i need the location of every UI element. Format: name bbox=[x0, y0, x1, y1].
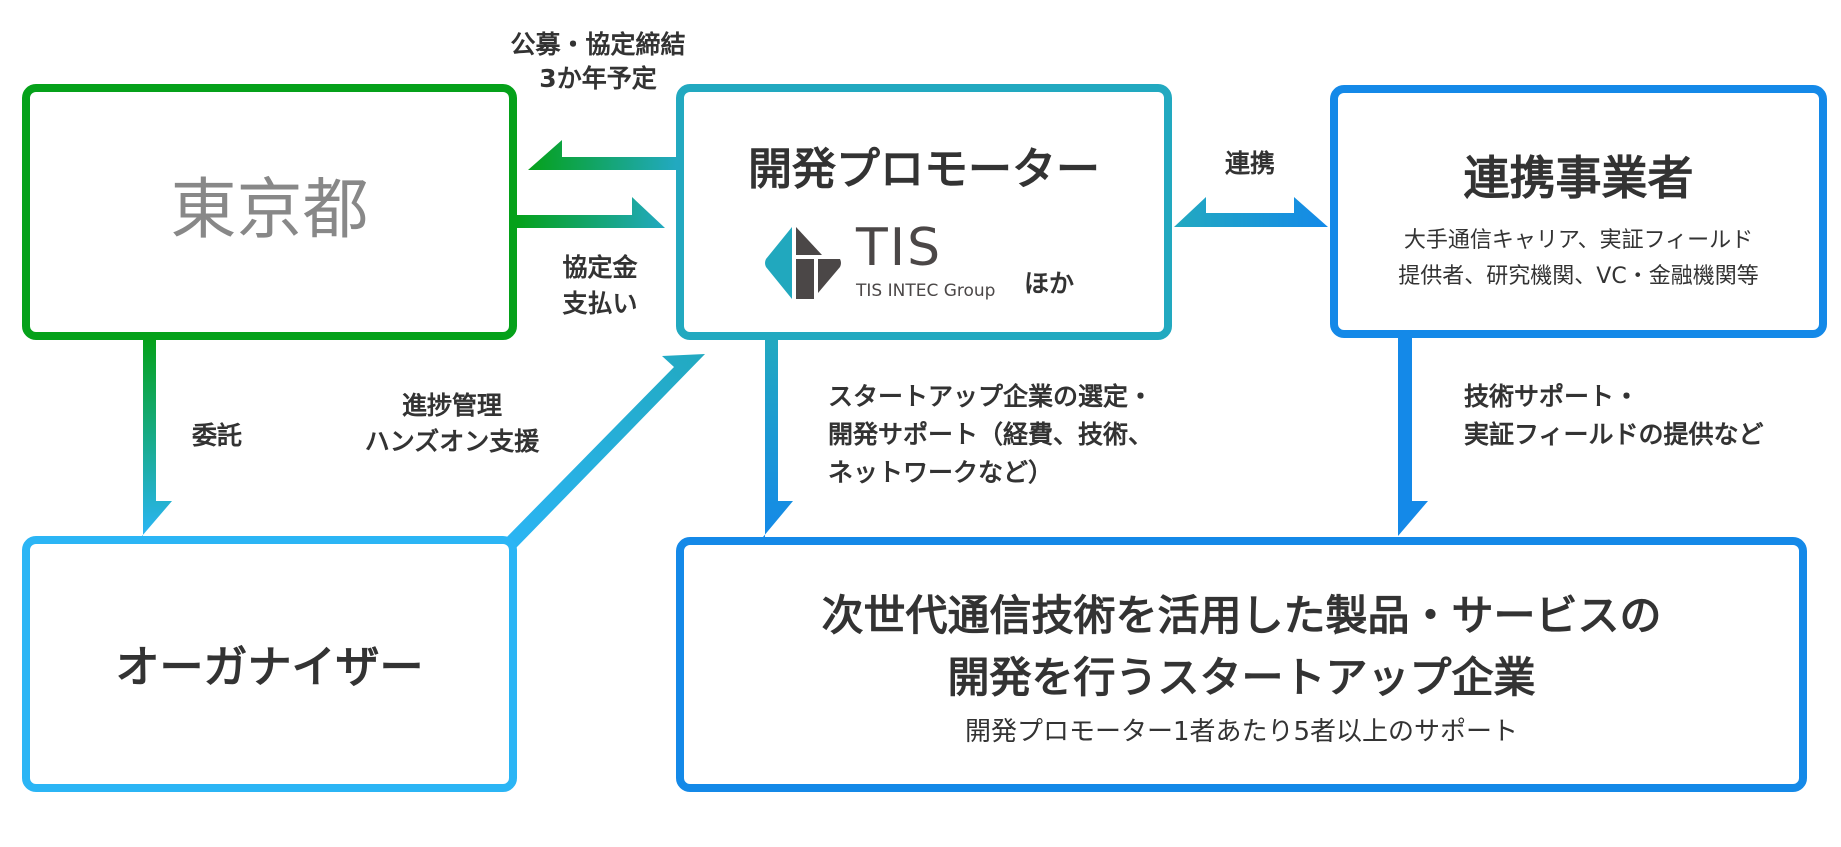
node-partner-title: 連携事業者 bbox=[1463, 151, 1694, 205]
arrow-promoter-to-startup bbox=[763, 339, 793, 537]
label-line: ハンズオン支援 bbox=[364, 427, 540, 456]
label-tokyo-promoter-bottom: 協定金 支払い bbox=[540, 250, 660, 322]
node-partner-desc-line: 提供者、研究機関、VC・金融機関等 bbox=[1398, 264, 1759, 289]
node-organizer-title: オーガナイザー bbox=[115, 642, 424, 693]
label-line: スタートアップ企業の選定・ bbox=[828, 382, 1154, 411]
node-startup: 次世代通信技術を活用した製品・サービスの 開発を行うスタートアップ企業 開発プロ… bbox=[676, 537, 1807, 792]
node-startup-subtitle: 開発プロモーター1者あたり5者以上のサポート bbox=[964, 717, 1519, 747]
label-line: 進捗管理 bbox=[401, 391, 502, 420]
node-promoter-suffix: ほか bbox=[1024, 269, 1075, 298]
label-partner-startup: 技術サポート・ 実証フィールドの提供など bbox=[1464, 378, 1764, 454]
label-line: 開発サポート（経費、技術、 bbox=[828, 420, 1154, 449]
label-tokyo-promoter-top: 公募・協定締結 3か年予定 bbox=[478, 28, 718, 96]
tis-group-name: TIS INTEC Group bbox=[856, 281, 996, 301]
label-tokyo-organizer: 委託 bbox=[192, 421, 243, 450]
node-partner-desc-line: 大手通信キャリア、実証フィールド bbox=[1403, 228, 1754, 253]
label-line: 公募・協定締結 bbox=[510, 30, 686, 59]
arrow-promoter-partner-bidirectional bbox=[1174, 197, 1328, 227]
label-line: ネットワークなど） bbox=[828, 458, 1054, 487]
tis-logo: TIS TIS INTEC Group bbox=[764, 219, 1054, 305]
label-line: 実証フィールドの提供など bbox=[1464, 420, 1764, 449]
tis-logo-icon bbox=[765, 227, 841, 299]
arrow-tokyo-to-promoter bbox=[517, 197, 665, 228]
label-promoter-startup: スタートアップ企業の選定・ 開発サポート（経費、技術、 ネットワークなど） bbox=[828, 378, 1153, 492]
label-organizer-promoter: 進捗管理 ハンズオン支援 bbox=[342, 388, 562, 460]
node-tokyo: 東京都 bbox=[22, 84, 517, 340]
node-promoter: 開発プロモーター TIS TIS INTEC Group ほか bbox=[676, 84, 1172, 340]
arrow-organizer-to-promoter bbox=[500, 354, 705, 548]
arrow-promoter-to-tokyo bbox=[528, 140, 676, 170]
node-startup-title: 次世代通信技術を活用した製品・サービスの 開発を行うスタートアップ企業 bbox=[684, 585, 1799, 709]
label-promoter-partner: 連携 bbox=[1224, 149, 1275, 178]
label-line: 協定金 bbox=[562, 253, 638, 282]
arrow-tokyo-to-organizer bbox=[142, 339, 172, 536]
node-partner: 連携事業者 大手通信キャリア、実証フィールド 提供者、研究機関、VC・金融機関等 bbox=[1330, 85, 1827, 338]
node-organizer: オーガナイザー bbox=[22, 536, 517, 792]
node-promoter-title: 開発プロモーター bbox=[748, 144, 1100, 195]
label-line: 技術サポート・ bbox=[1464, 382, 1640, 411]
label-line: 3か年予定 bbox=[539, 64, 657, 93]
node-partner-desc: 大手通信キャリア、実証フィールド 提供者、研究機関、VC・金融機関等 bbox=[1338, 223, 1819, 295]
node-tokyo-title: 東京都 bbox=[170, 171, 369, 248]
label-line: 支払い bbox=[562, 289, 638, 318]
tis-wordmark: TIS bbox=[856, 218, 943, 278]
node-startup-title-line: 次世代通信技術を活用した製品・サービスの bbox=[821, 591, 1662, 640]
arrow-partner-to-startup bbox=[1398, 338, 1428, 536]
node-startup-title-line: 開発を行うスタートアップ企業 bbox=[947, 653, 1536, 702]
